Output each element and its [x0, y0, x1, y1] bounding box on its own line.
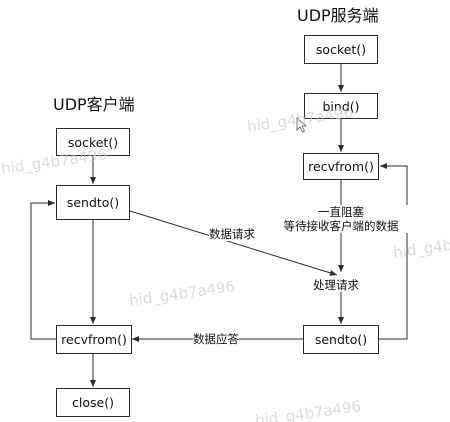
- request-arrow: [129, 210, 338, 276]
- cursor-icon: [296, 117, 308, 133]
- client-close-box: close(): [56, 388, 130, 417]
- server-blocking-line2: 等待接收客户端的数据: [283, 219, 399, 233]
- server-bind-box: bind(): [304, 93, 378, 119]
- request-label: 数据请求: [209, 227, 255, 241]
- server-title: UDP服务端: [297, 6, 379, 25]
- client-socket-box: socket(): [56, 128, 130, 156]
- server-sendto-box: sendto(): [303, 325, 379, 354]
- server-loop-arrow: [379, 163, 408, 340]
- client-title: UDP客户端: [53, 95, 135, 114]
- server-recvfrom-box: recvfrom(): [303, 153, 379, 180]
- client-loop-arrow: [30, 200, 56, 340]
- server-blocking-line1: 一直阻塞: [318, 205, 364, 219]
- client-recvfrom-box: recvfrom(): [56, 325, 132, 354]
- client-sendto-box: sendto(): [56, 185, 130, 220]
- server-socket-box: socket(): [304, 35, 378, 64]
- server-blocking-label: 一直阻塞 等待接收客户端的数据: [274, 205, 408, 233]
- server-process-label: 处理请求: [313, 278, 359, 292]
- response-label: 数据应答: [193, 332, 239, 346]
